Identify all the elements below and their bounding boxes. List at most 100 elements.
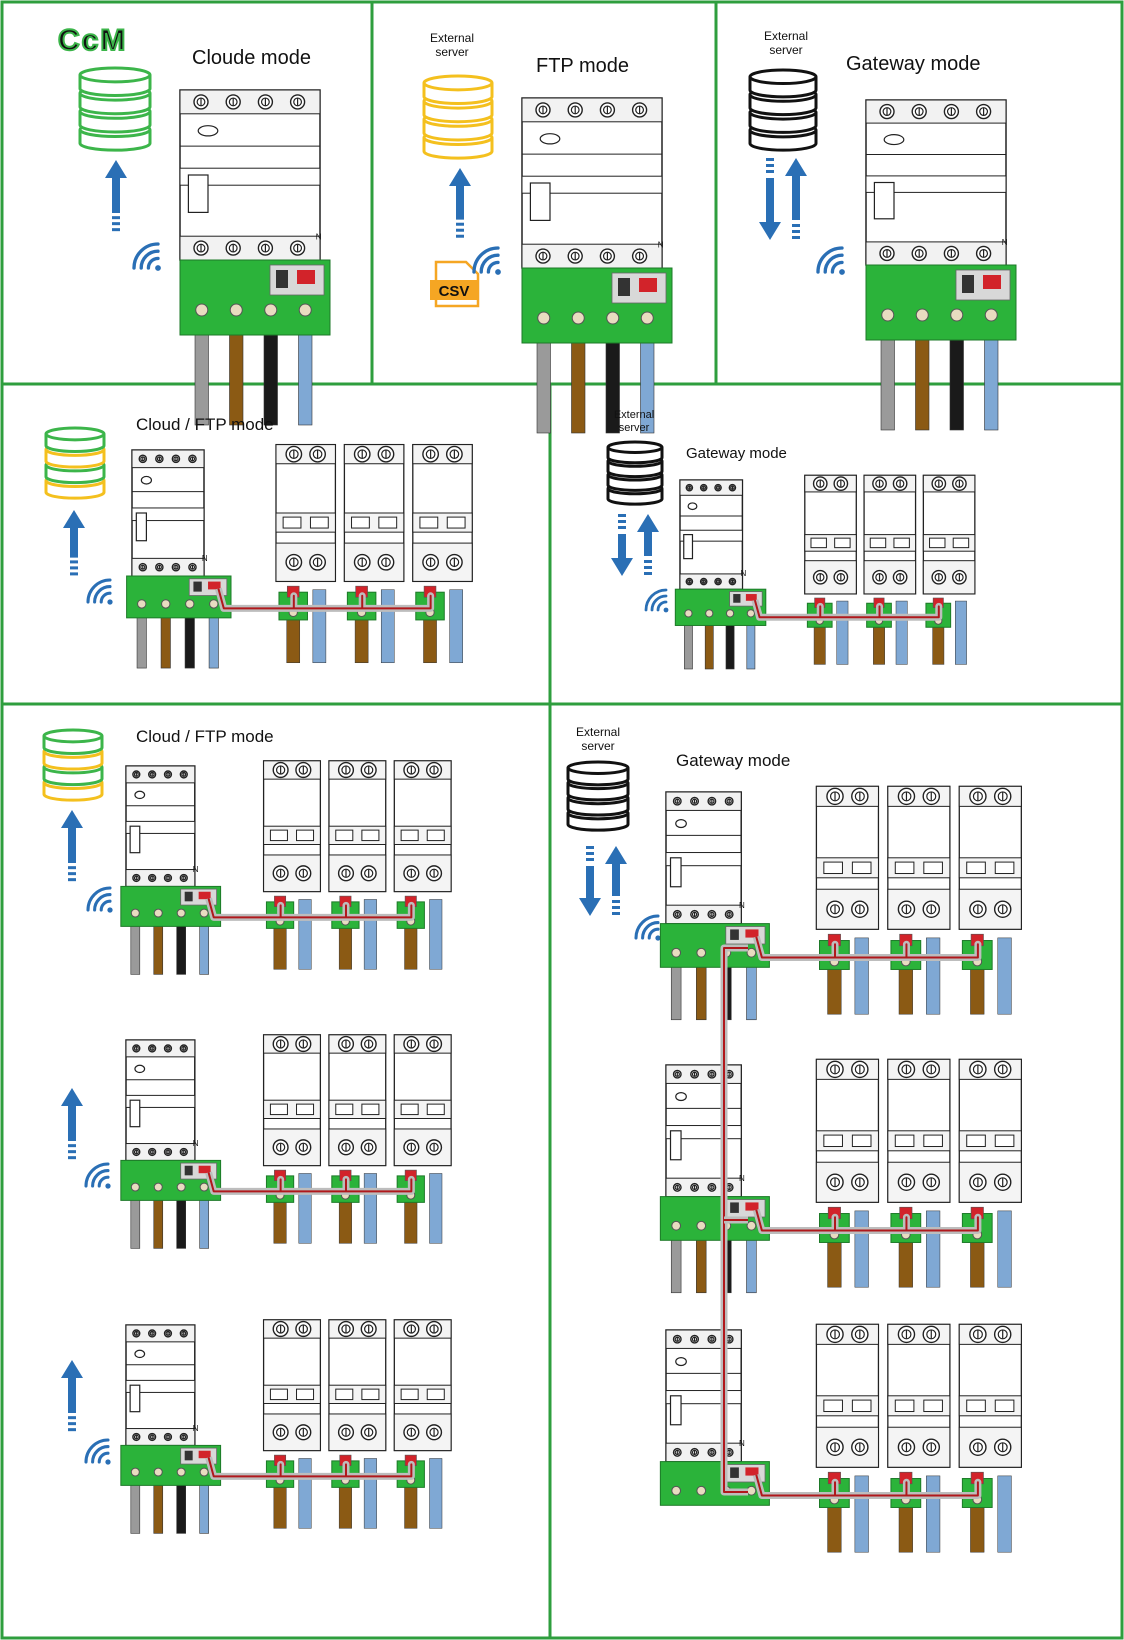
wifi-arc — [139, 249, 160, 270]
arrow-dash — [70, 560, 78, 564]
wifi-arc — [91, 1445, 110, 1464]
wifi-icon — [132, 242, 161, 271]
screw-terminal — [969, 900, 987, 919]
mcb-handle — [335, 1103, 354, 1116]
screw-terminal — [377, 445, 395, 463]
mcb-bottom-terminals — [887, 888, 951, 930]
wifi-dot — [839, 269, 845, 275]
screw-terminal — [535, 102, 551, 118]
mcb-handle — [361, 1388, 380, 1401]
mcb-handle — [426, 1103, 445, 1116]
screw-terminal — [193, 240, 209, 256]
wifi-arc — [84, 1162, 110, 1188]
screw-terminal — [295, 1424, 312, 1441]
screw-terminal — [422, 553, 440, 571]
mcb-top-terminals — [815, 1058, 879, 1080]
mcb-bottom-terminals — [328, 854, 387, 893]
wifi-icon — [634, 914, 661, 941]
wifi-icon — [86, 886, 113, 913]
bus-wire — [755, 936, 979, 959]
mcb-breaker — [393, 1319, 452, 1452]
qr-code — [184, 1450, 193, 1461]
wifi-icon — [84, 1438, 111, 1465]
mcb-top-terminals — [958, 785, 1022, 807]
mcb-breaker — [958, 1323, 1022, 1468]
mcb-handle — [823, 861, 843, 875]
database-icon — [78, 66, 152, 152]
screw-terminal — [714, 577, 722, 586]
module-terminal — [130, 908, 140, 918]
mcb-breaker — [815, 1323, 880, 1468]
database-disk-top — [606, 440, 664, 454]
screw-terminal — [690, 1334, 700, 1344]
arrow-dash — [586, 846, 594, 849]
mcb-bottom-terminals — [815, 888, 879, 930]
rj-port — [745, 929, 759, 938]
module-terminal — [176, 1467, 186, 1477]
screw-terminal — [707, 1069, 717, 1079]
mcb-bottom-terminals — [393, 1128, 452, 1167]
main-breaker: N — [179, 89, 322, 261]
bus-wire — [207, 1172, 413, 1193]
wifi-arc — [86, 886, 112, 912]
screw-terminal — [225, 94, 241, 110]
wifi-arc — [146, 256, 160, 270]
wifi-arc — [91, 1169, 110, 1188]
screw-terminal — [993, 1438, 1012, 1457]
arrow-dash — [644, 560, 652, 563]
screw-terminal — [892, 476, 908, 492]
external-label-line2: server — [581, 739, 614, 753]
screw-terminal — [631, 248, 648, 264]
test-button — [134, 790, 146, 800]
mcb-top-terminals — [863, 474, 917, 493]
mcb-breaker — [275, 443, 337, 583]
screw-terminal — [943, 103, 960, 120]
module-terminal — [130, 1467, 140, 1477]
mcb-handle — [419, 516, 439, 529]
wifi-icon — [816, 246, 845, 275]
arrow-dash — [586, 852, 594, 855]
wifi-dot — [105, 1183, 111, 1189]
module-terminal — [153, 908, 163, 918]
screw-terminal — [353, 445, 371, 463]
screw-terminal — [897, 1325, 916, 1344]
database-icon — [606, 440, 664, 506]
screw-terminal — [993, 900, 1012, 919]
screw-terminal — [599, 102, 616, 118]
breaker-top-terminals — [665, 791, 742, 811]
module-terminal — [915, 308, 929, 322]
screw-terminal — [826, 1438, 844, 1457]
screw-terminal — [872, 476, 887, 492]
screw-terminal — [724, 796, 734, 806]
screw-terminal — [289, 94, 306, 110]
arrow-dash — [766, 170, 774, 173]
mcb-handle — [823, 1134, 843, 1148]
breaker-top-terminals — [125, 1039, 196, 1058]
screw-terminal — [922, 1173, 941, 1192]
cable — [429, 899, 443, 970]
test-button — [134, 1064, 146, 1074]
mcb-handle — [296, 1103, 315, 1116]
wifi-arc — [641, 921, 660, 940]
screw-terminal — [148, 1432, 157, 1442]
meter-module — [865, 264, 1017, 431]
cable — [926, 937, 941, 1015]
screw-terminal — [425, 1139, 443, 1156]
mcb-handle — [923, 1134, 943, 1148]
mcb-handle — [400, 1388, 419, 1401]
rj-port — [198, 1165, 211, 1174]
screw-terminal — [360, 865, 377, 882]
mcb-bottom-terminals — [863, 560, 917, 595]
cable — [997, 1210, 1012, 1288]
breaker-band — [131, 507, 205, 522]
test-button — [197, 125, 219, 137]
screw-terminal — [163, 873, 173, 883]
arrow-head — [61, 1088, 83, 1142]
meter-module — [521, 267, 673, 434]
screw-terminal — [922, 1060, 941, 1079]
mcb-breaker — [887, 1323, 951, 1468]
screw-terminal — [897, 1438, 916, 1457]
screw-terminal — [931, 569, 947, 585]
cable — [363, 899, 377, 970]
upload-arrow-icon — [61, 1088, 83, 1160]
